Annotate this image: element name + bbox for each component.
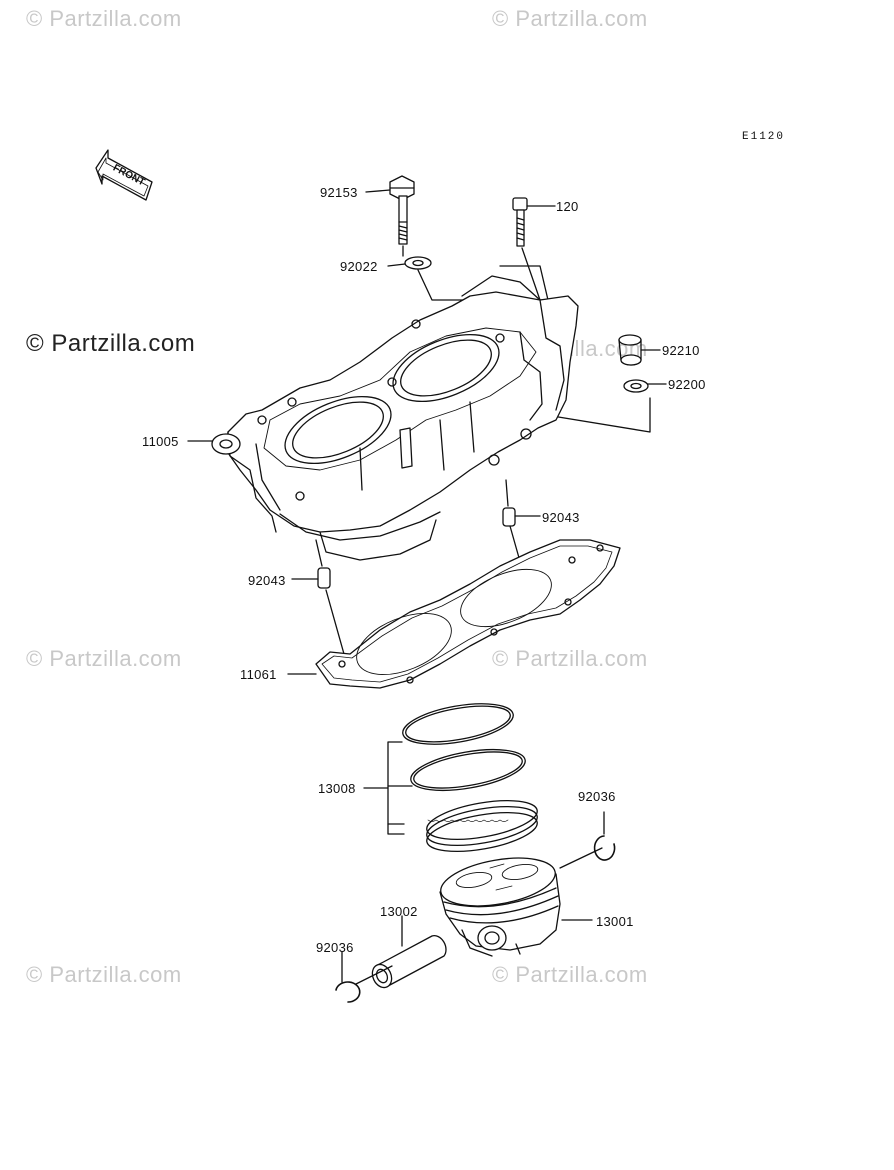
watermark: © Partzilla.com bbox=[492, 962, 648, 987]
part-label-92043[interactable]: 92043 bbox=[542, 510, 580, 525]
part-label-92036[interactable]: 92036 bbox=[316, 940, 354, 955]
circlip-92036-right bbox=[559, 811, 616, 869]
collar-92210 bbox=[618, 334, 661, 366]
part-label-92210[interactable]: 92210 bbox=[662, 343, 700, 358]
cylinder-block-11005 bbox=[187, 275, 579, 561]
part-label-11061[interactable]: 11061 bbox=[240, 667, 277, 682]
watermark: © Partzilla.com bbox=[26, 646, 182, 671]
washer-92022 bbox=[387, 256, 432, 270]
bolt-92153 bbox=[365, 175, 415, 245]
part-label-13008[interactable]: 13008 bbox=[318, 781, 356, 796]
part-label-11005[interactable]: 11005 bbox=[142, 434, 179, 449]
piston-pin-13002 bbox=[355, 915, 447, 989]
piston-13001 bbox=[439, 857, 593, 957]
diagram-reference: E1120 bbox=[742, 131, 786, 143]
part-label-92200[interactable]: 92200 bbox=[668, 377, 706, 392]
part-label-92036[interactable]: 92036 bbox=[578, 789, 616, 804]
washer-92200 bbox=[539, 379, 667, 433]
part-label-13002[interactable]: 13002 bbox=[380, 904, 418, 919]
part-label-92022[interactable]: 92022 bbox=[340, 259, 378, 274]
piston-rings-13008 bbox=[363, 703, 538, 853]
part-label-92043[interactable]: 92043 bbox=[248, 573, 286, 588]
part-label-120[interactable]: 120 bbox=[556, 199, 579, 214]
part-label-13001[interactable]: 13001 bbox=[596, 914, 634, 929]
watermark: © Partzilla.com bbox=[26, 962, 182, 987]
watermark: © Partzilla.com bbox=[26, 330, 196, 357]
bolt-120 bbox=[512, 197, 556, 247]
part-label-92153[interactable]: 92153 bbox=[320, 185, 358, 200]
gasket-11061 bbox=[287, 539, 621, 689]
watermark: © Partzilla.com bbox=[492, 6, 648, 31]
front-arrow-icon: FRONT bbox=[95, 149, 153, 201]
watermark: © Partzilla.com bbox=[492, 646, 648, 671]
watermark: © Partzilla.com bbox=[26, 6, 182, 31]
dowel-92043-left bbox=[291, 539, 345, 655]
circlip-92036-left bbox=[335, 951, 361, 1003]
